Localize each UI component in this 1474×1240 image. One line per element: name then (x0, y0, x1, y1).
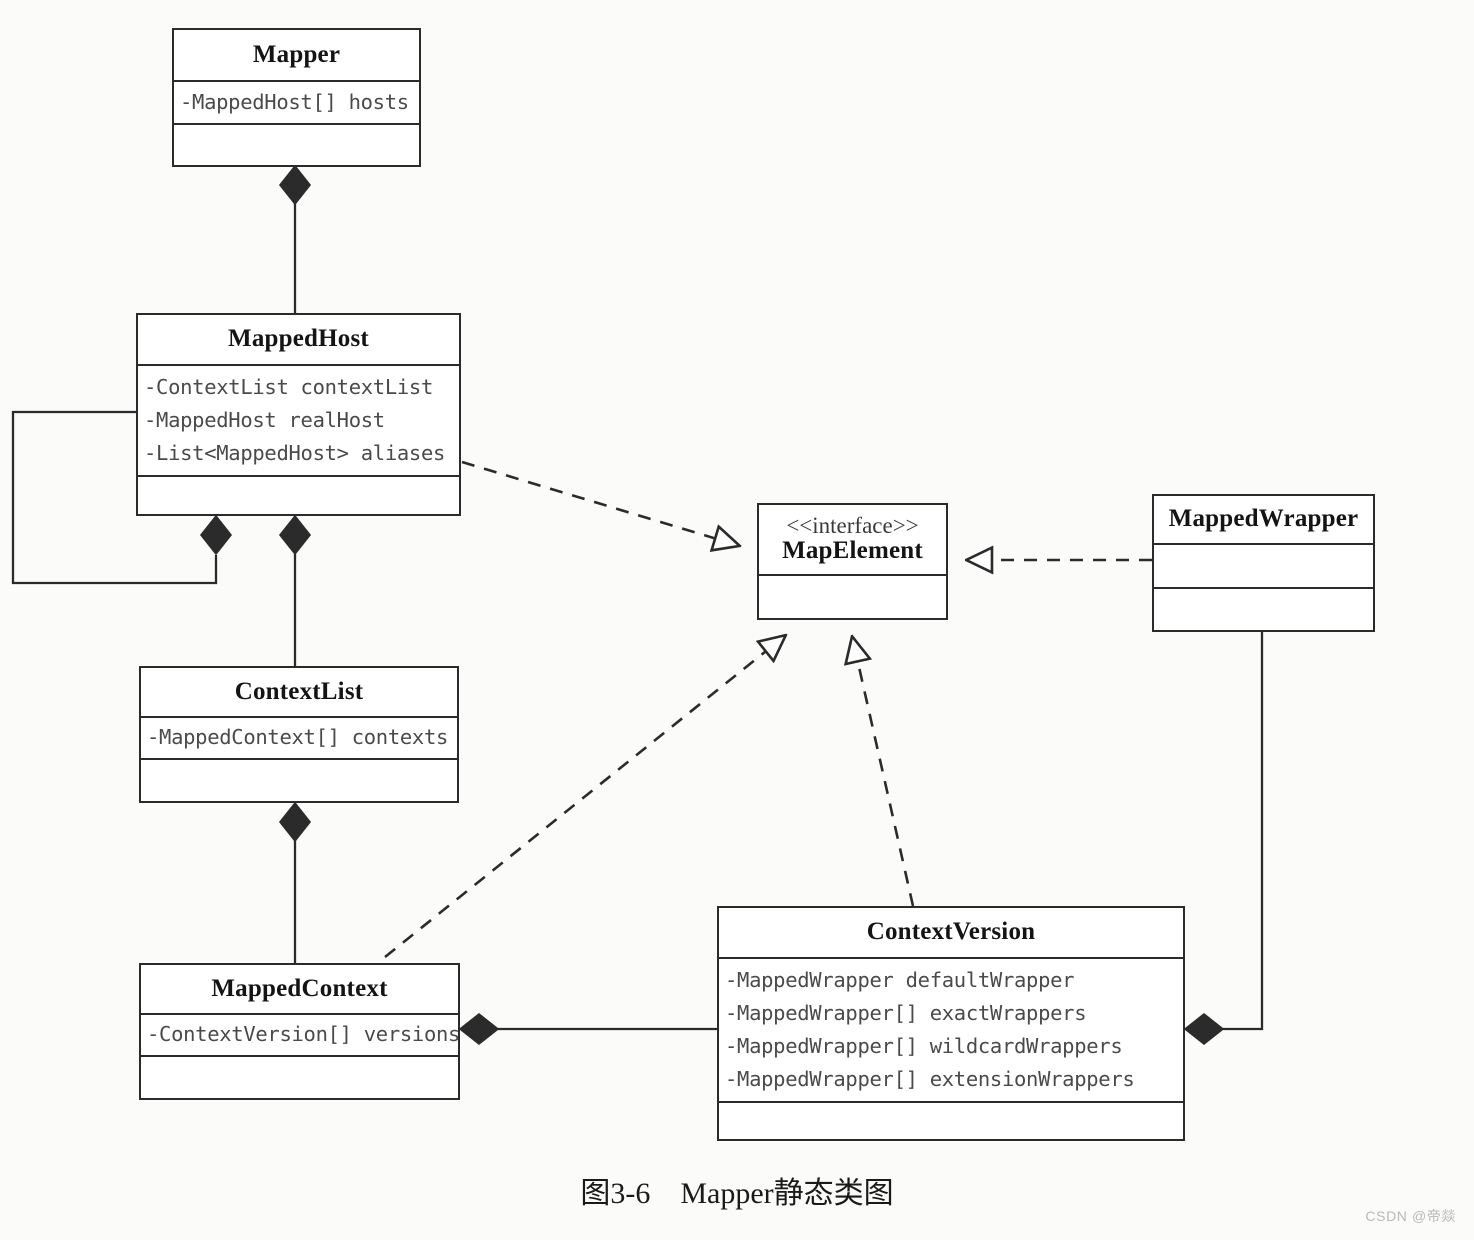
class-attributes-mappedcontext: -ContextVersion[] versions (141, 1015, 461, 1057)
attribute-row: -ContextVersion[] versions (147, 1022, 461, 1047)
class-operations-contextlist (141, 760, 457, 801)
class-operations-mappedwrapper (1154, 589, 1373, 630)
attribute-row: -MappedWrapper[] exactWrappers (725, 1000, 1087, 1025)
class-name-mappedwrapper: MappedWrapper (1168, 505, 1359, 533)
class-box-mappedhost[interactable]: MappedHost -ContextList contextList -Map… (136, 313, 461, 516)
class-name-mapelement: MapElement (782, 537, 923, 565)
class-box-mappedcontext[interactable]: MappedContext -ContextVersion[] versions (139, 963, 460, 1100)
class-name-mappedhost: MappedHost (228, 325, 369, 353)
class-header-contextlist: ContextList (141, 668, 457, 718)
class-operations-mapelement (759, 576, 946, 618)
class-stereotype-mapelement: <<interface>> (786, 513, 919, 539)
class-attributes-mapper: -MappedHost[] hosts (174, 82, 419, 125)
edge-contextversion-mapelement-realization (852, 636, 915, 907)
class-operations-mappedcontext (141, 1057, 458, 1098)
class-header-mappedwrapper: MappedWrapper (1154, 496, 1373, 545)
class-name-contextversion: ContextVersion (866, 918, 1036, 946)
edge-mappedhost-self (11, 410, 233, 585)
class-attributes-contextlist: -MappedContext[] contexts (141, 718, 457, 760)
class-attributes-contextversion: -MappedWrapper defaultWrapper -MappedWra… (719, 959, 1183, 1103)
attribute-row: -MappedHost[] hosts (180, 89, 409, 114)
class-attributes-mappedwrapper (1154, 545, 1373, 589)
figure-caption: 图3-6 Mapper静态类图 (580, 1177, 894, 1210)
edge-contextlist-mappedcontext (278, 801, 312, 963)
class-box-mappedwrapper[interactable]: MappedWrapper (1152, 494, 1375, 632)
class-name-mappedcontext: MappedContext (211, 974, 388, 1002)
class-box-contextlist[interactable]: ContextList -MappedContext[] contexts (139, 666, 459, 803)
attribute-row: -MappedContext[] contexts (147, 725, 449, 750)
edge-mappedcontext-mapelement-realization (384, 635, 786, 959)
class-header-mapper: Mapper (174, 30, 419, 82)
class-header-mappedhost: MappedHost (138, 315, 459, 366)
attribute-row: -MappedWrapper[] extensionWrappers (725, 1067, 1135, 1092)
edge-mappedcontext-contextversion (458, 1012, 717, 1046)
class-operations-mapper (174, 125, 419, 165)
class-name-contextlist: ContextList (234, 677, 364, 705)
attribute-row: -MappedHost realHost (144, 407, 385, 432)
attribute-row: -MappedWrapper defaultWrapper (725, 967, 1075, 992)
attribute-row: -List<MappedHost> aliases (144, 441, 446, 466)
edge-mappedhost-contextlist (278, 514, 312, 666)
class-attributes-mappedhost: -ContextList contextList -MappedHost rea… (138, 366, 459, 477)
class-header-mapelement: <<interface>> MapElement (759, 505, 946, 576)
class-operations-contextversion (719, 1103, 1183, 1139)
class-header-contextversion: ContextVersion (719, 908, 1183, 959)
csdn-watermark: CSDN @帝燚 (1365, 1208, 1456, 1224)
class-box-mapper[interactable]: Mapper -MappedHost[] hosts (172, 28, 421, 167)
edge-mappedhost-mapelement-realization (461, 460, 740, 546)
edge-mapper-mappedhost (278, 164, 312, 313)
edge-contextversion-mappedwrapper (1183, 632, 1264, 1046)
attribute-row: -ContextList contextList (144, 374, 434, 399)
class-header-mappedcontext: MappedContext (141, 965, 458, 1015)
attribute-row: -MappedWrapper[] wildcardWrappers (725, 1034, 1123, 1058)
class-box-mapelement[interactable]: <<interface>> MapElement (757, 503, 948, 620)
class-operations-mappedhost (138, 477, 459, 514)
class-name-mapper: Mapper (252, 40, 341, 68)
class-box-contextversion[interactable]: ContextVersion -MappedWrapper defaultWra… (717, 906, 1185, 1141)
